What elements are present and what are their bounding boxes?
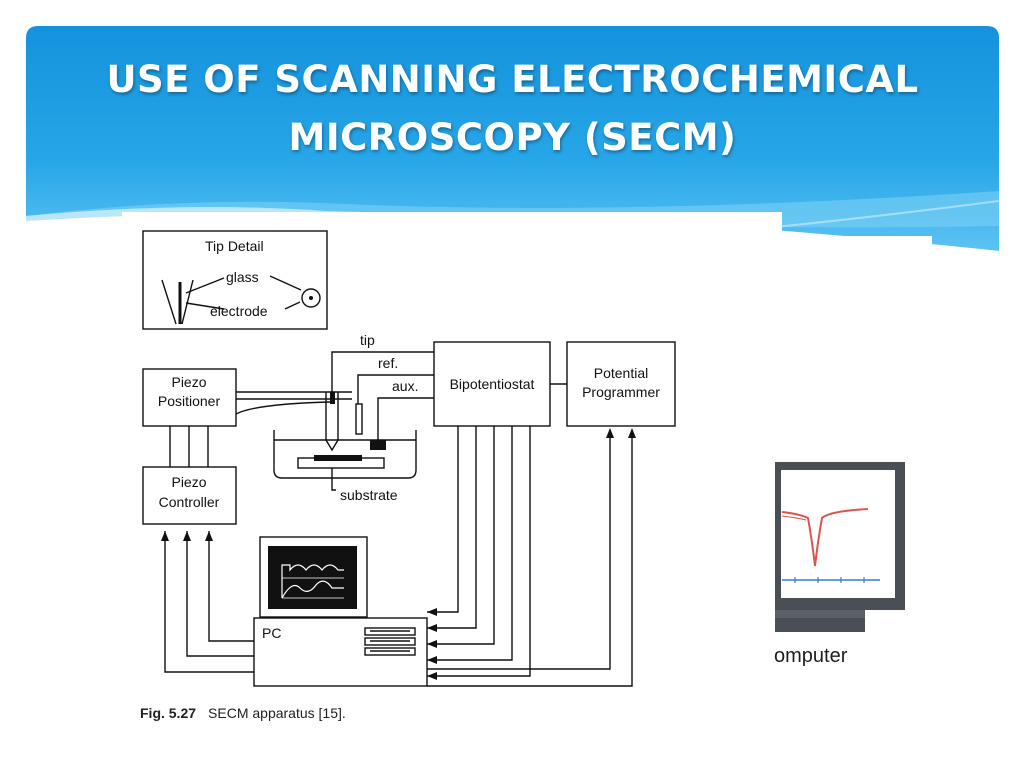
pc-label: PC (262, 625, 281, 641)
aux-wire-label: aux. (392, 378, 418, 394)
glass-label: glass (226, 269, 259, 285)
electrode-dot (309, 296, 313, 300)
figure-caption: Fig. 5.27 SECM apparatus [15]. (140, 705, 346, 721)
tip-detail-box (142, 230, 328, 330)
tip-wire-label: tip (360, 332, 375, 348)
wiring (164, 351, 633, 687)
tip-detail-title: Tip Detail (205, 238, 264, 254)
substrate-label: substrate (340, 487, 398, 503)
piezo-controller-label-1: Piezo (171, 474, 206, 490)
electrode-label: electrode (210, 303, 268, 319)
computer-image-caption: omputer (774, 645, 848, 667)
bipotentiostat-label: Bipotentiostat (450, 376, 535, 392)
slide-title-line-2: MICROSCOPY (SECM) (288, 116, 737, 159)
pc-box (253, 617, 428, 687)
piezo-positioner-label-1: Piezo (171, 374, 206, 390)
potential-programmer-label-1: Potential (594, 365, 648, 381)
ref-wire-label: ref. (378, 355, 398, 371)
slide-title-line-1: USE OF SCANNING ELECTROCHEMICAL (106, 58, 919, 101)
pc-monitor (259, 536, 368, 618)
piezo-controller-label-2: Controller (159, 494, 220, 510)
pc-drive-slots (364, 627, 416, 656)
potential-programmer-label-2: Programmer (582, 384, 660, 400)
figure-panel (122, 212, 782, 752)
figure-number: Fig. 5.27 (140, 705, 197, 721)
figure-caption-text: SECM apparatus [15]. (208, 705, 346, 721)
computer-monitor-image (775, 462, 905, 632)
piezo-positioner-label-2: Positioner (158, 393, 221, 409)
